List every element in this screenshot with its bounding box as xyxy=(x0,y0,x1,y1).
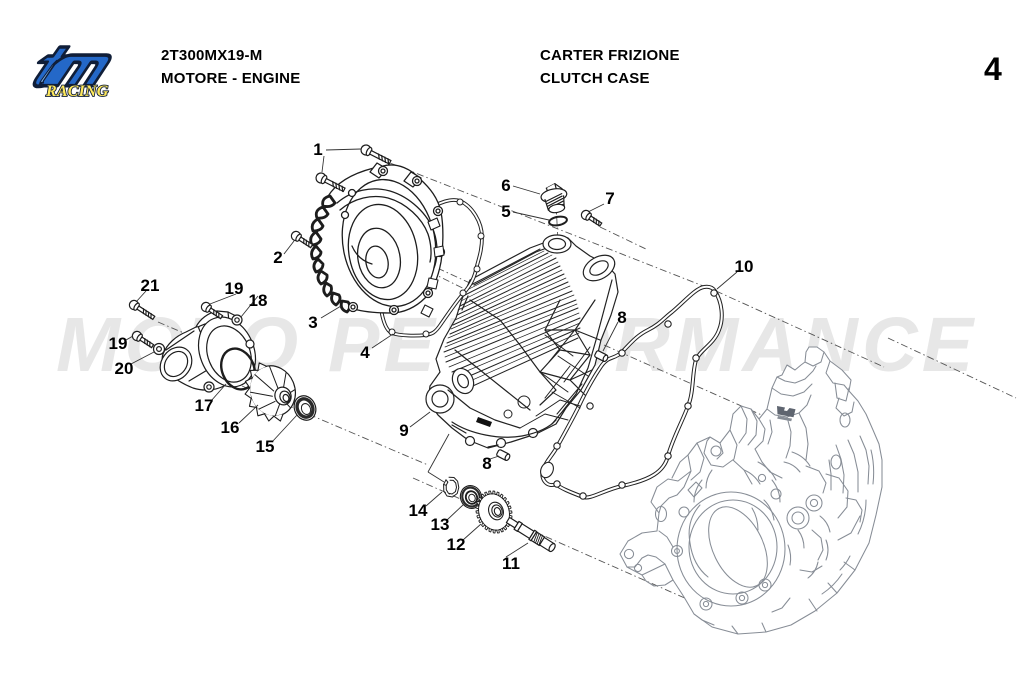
svg-text:16: 16 xyxy=(221,418,240,437)
svg-text:8: 8 xyxy=(482,454,491,473)
svg-text:18: 18 xyxy=(249,291,268,310)
svg-text:8: 8 xyxy=(617,308,626,327)
svg-text:RACING: RACING xyxy=(45,83,109,100)
svg-text:20: 20 xyxy=(115,359,134,378)
svg-text:19: 19 xyxy=(109,334,128,353)
svg-text:7: 7 xyxy=(605,189,614,208)
svg-text:19: 19 xyxy=(225,279,244,298)
svg-text:2: 2 xyxy=(273,248,282,267)
svg-text:5: 5 xyxy=(501,202,510,221)
svg-text:6: 6 xyxy=(501,176,510,195)
svg-text:12: 12 xyxy=(447,535,466,554)
svg-text:10: 10 xyxy=(735,257,754,276)
svg-text:1: 1 xyxy=(313,140,322,159)
svg-text:3: 3 xyxy=(308,313,317,332)
svg-text:11: 11 xyxy=(502,554,520,573)
svg-text:14: 14 xyxy=(409,501,428,520)
svg-text:17: 17 xyxy=(195,396,214,415)
svg-text:4: 4 xyxy=(360,343,370,362)
svg-text:15: 15 xyxy=(256,437,275,456)
svg-text:9: 9 xyxy=(399,421,408,440)
svg-text:13: 13 xyxy=(431,515,450,534)
svg-text:21: 21 xyxy=(141,276,160,295)
